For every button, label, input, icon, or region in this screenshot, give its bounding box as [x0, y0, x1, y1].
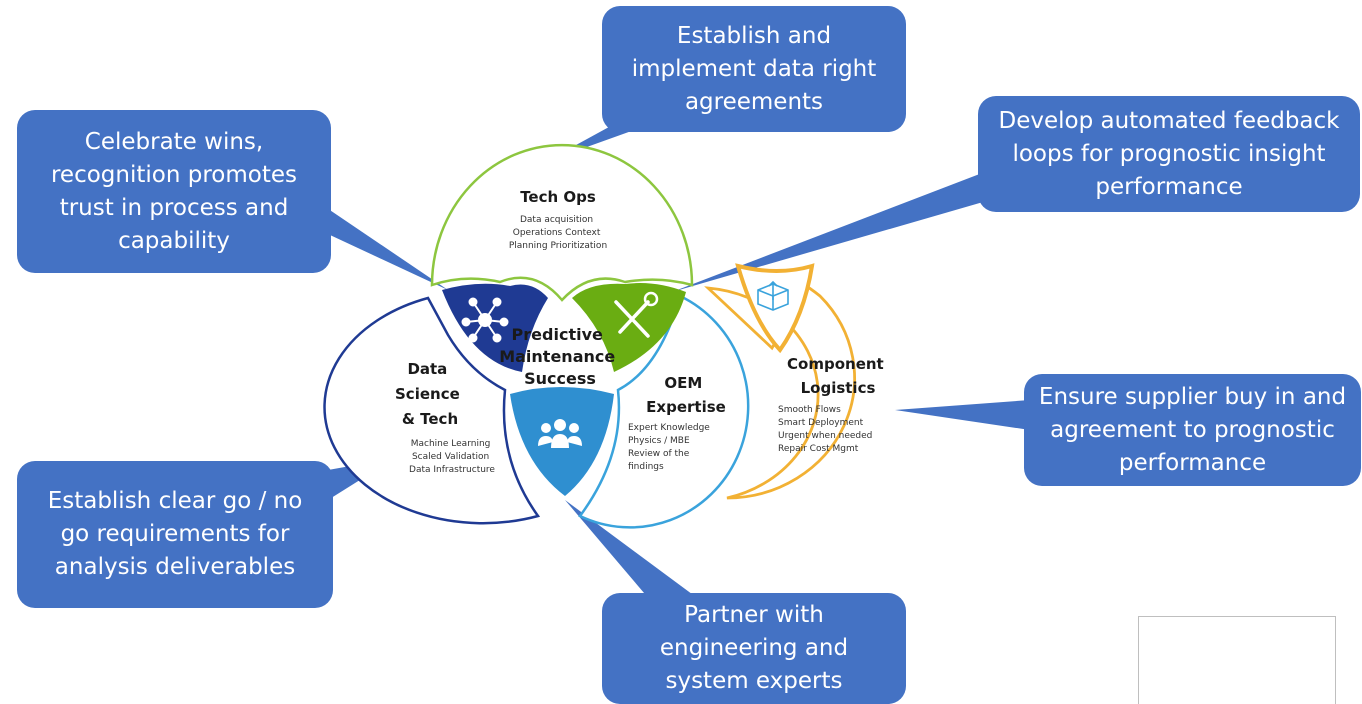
data-science-title: Data Science & Tech — [395, 360, 465, 428]
tools-icon — [614, 291, 659, 338]
tech-ops-petal — [430, 143, 694, 302]
callout-tail-supplier — [895, 400, 1030, 430]
component-logistics-shield — [735, 263, 815, 354]
tech-ops-title: Tech Ops — [520, 188, 596, 206]
component-items: Smooth Flows Smart Deployment Urgent whe… — [778, 405, 875, 454]
box-arrow-icon — [757, 280, 789, 311]
oem-petal — [578, 294, 750, 529]
network-icon — [461, 297, 509, 343]
callout-tail-feedback — [672, 170, 990, 292]
data-science-items: Machine Learning Scaled Validation Data … — [409, 439, 495, 475]
hub-navy-shield — [442, 283, 548, 372]
people-icon — [538, 419, 582, 448]
callout-tail-partner — [565, 500, 700, 600]
oem-title: OEM Expertise — [646, 374, 726, 416]
blank-frame — [1138, 616, 1336, 704]
hub-green-shield — [572, 283, 686, 372]
oem-items: Expert Knowledge Physics / MBE Review of… — [628, 423, 713, 472]
center-title: Predictive Maintenance Success — [499, 325, 621, 388]
tech-ops-items: Data acquisition Operations Context Plan… — [509, 215, 607, 251]
data-science-petal — [323, 296, 541, 525]
component-title: Component Logistics — [787, 355, 889, 397]
callout-tail-celebrate — [315, 200, 448, 290]
